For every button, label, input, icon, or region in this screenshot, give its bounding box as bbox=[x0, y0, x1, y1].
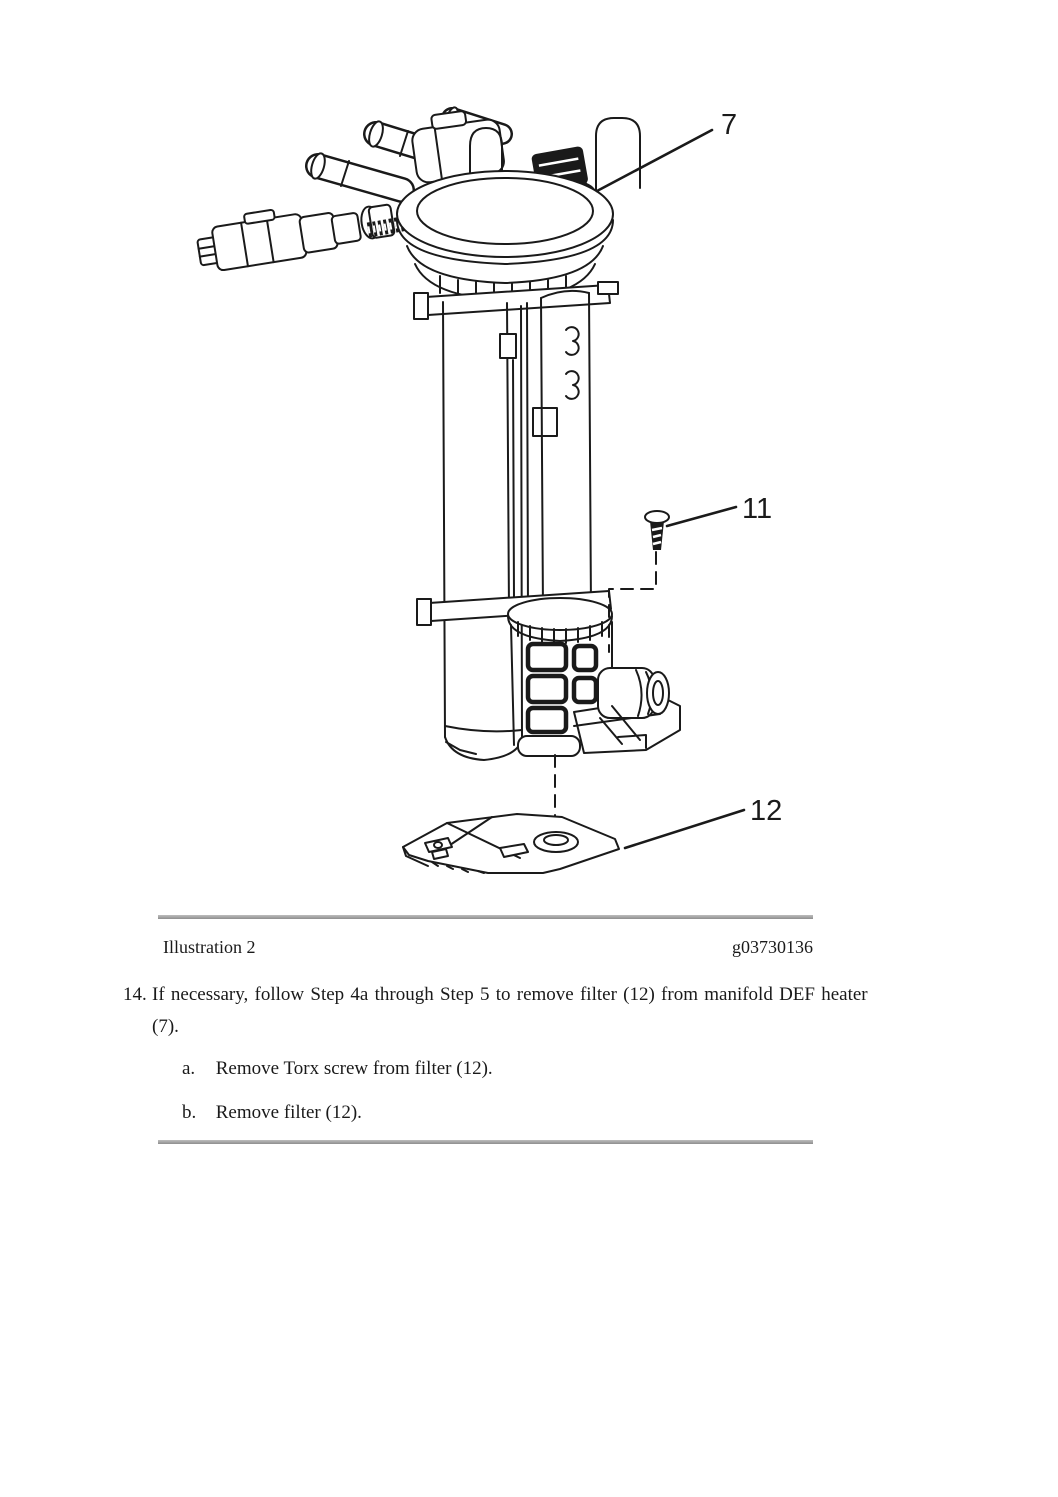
caption-top-rule bbox=[158, 915, 813, 919]
substep-a-letter: a. bbox=[182, 1058, 196, 1079]
substep-b-text: Remove filter (12). bbox=[215, 1102, 362, 1123]
callout-11-label: 11 bbox=[742, 493, 772, 525]
caption-code: g03730136 bbox=[732, 937, 813, 957]
callout-12-label: 12 bbox=[750, 795, 782, 827]
substep-a: a. Remove Torx screw from filter (12). bbox=[182, 1058, 493, 1081]
substep-b: b. Remove filter (12). bbox=[182, 1102, 362, 1125]
callout-7-leader bbox=[595, 128, 714, 193]
illustration-def-manifold-heater: 7 11 12 bbox=[196, 106, 782, 874]
harness-connector bbox=[196, 203, 396, 272]
caption-label: Illustration 2 bbox=[163, 937, 256, 957]
heater-flange bbox=[396, 170, 614, 301]
upper-clamp bbox=[413, 281, 619, 320]
callout-12-leader bbox=[623, 808, 746, 850]
figure-caption: Illustration 2 g03730136 bbox=[163, 937, 813, 959]
manifold-block bbox=[411, 110, 641, 197]
suction-tube bbox=[540, 289, 592, 613]
standpipe bbox=[499, 302, 558, 615]
step-text-line-2: (7). bbox=[152, 1015, 179, 1037]
step-text-line-1: If necessary, follow Step 4a through Ste… bbox=[152, 984, 868, 1005]
section-bottom-rule bbox=[158, 1140, 813, 1144]
reservoir-canister bbox=[442, 301, 523, 761]
filter-cage bbox=[507, 597, 613, 757]
step-14: 14. If necessary, follow Step 4a through… bbox=[123, 984, 963, 1039]
torx-screw bbox=[644, 510, 670, 550]
substep-b-letter: b. bbox=[182, 1102, 197, 1123]
filter-plate bbox=[402, 813, 620, 874]
step-number: 14. bbox=[123, 984, 147, 1005]
substep-a-text: Remove Torx screw from filter (12). bbox=[215, 1058, 493, 1079]
screw-alignment-dashed-line bbox=[608, 551, 657, 653]
outlet-elbow-base bbox=[573, 667, 681, 754]
callout-7-label: 7 bbox=[721, 109, 737, 141]
callout-11-leader bbox=[665, 505, 738, 528]
